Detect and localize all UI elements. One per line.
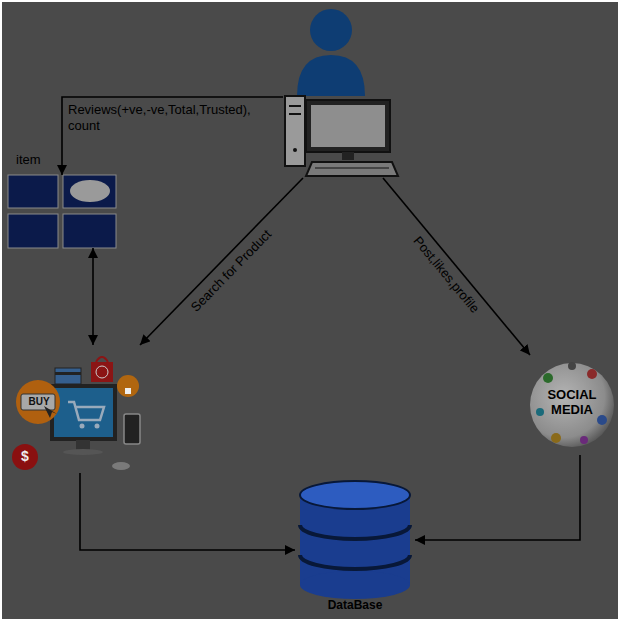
connector-arrow: [383, 178, 530, 355]
social-media-box: SOCIAL MEDIA: [525, 355, 617, 455]
post-label: Post,likes,profile: [410, 233, 482, 316]
item-grid-icon: [8, 175, 116, 248]
connector-arrow: [92, 248, 94, 345]
dollar-sign: $: [15, 448, 35, 464]
database-box: DataBase: [295, 478, 415, 616]
connector-arrow: [80, 473, 295, 550]
connector-arrow: [415, 455, 580, 540]
item-heading: item: [16, 153, 41, 168]
connector-arrow: [140, 178, 303, 345]
database-cylinder: [300, 481, 410, 599]
database-label: DataBase: [295, 599, 415, 613]
connector-arrow: [62, 97, 283, 175]
item-box: item: [8, 175, 116, 248]
search-label: Search for Product: [188, 226, 275, 314]
buy-button-text: BUY: [21, 396, 57, 408]
social-media-globe: [530, 362, 614, 447]
ecommerce-icon: [12, 357, 140, 470]
user-icon: [297, 9, 365, 96]
user-computer: [283, 5, 397, 178]
computer-icon: [285, 96, 398, 176]
social-media-text: SOCIAL MEDIA: [532, 388, 612, 418]
reviews-label: Reviews(+ve,-ve,Total,Trusted), count: [68, 102, 283, 133]
ecommerce-box: BUY $: [10, 345, 150, 473]
